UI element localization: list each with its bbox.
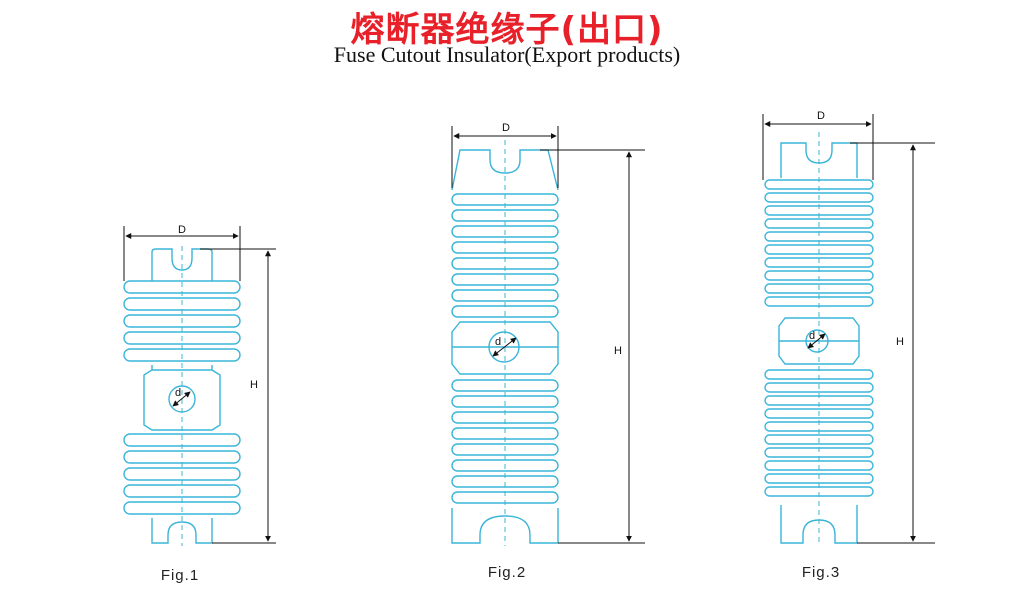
page-title-chinese: 熔断器绝缘子(出口)	[350, 10, 664, 50]
fig2-dim-d-label: D	[502, 122, 510, 134]
fig2-dimensions	[451, 126, 645, 544]
fig3-label: Fig.3	[802, 564, 840, 581]
fig3-dimensions	[762, 114, 935, 544]
fig3-dim-small-d-label: d	[809, 330, 815, 342]
figure-3	[764, 132, 874, 546]
fig2-bore-circle	[488, 331, 520, 363]
fig3-dim-d-label: D	[817, 110, 825, 122]
page-title-english: Fuse Cutout Insulator(Export products)	[333, 42, 681, 67]
fig1-bottom-cap	[151, 518, 213, 544]
fig1-dimensions	[123, 226, 276, 544]
fig2-dim-small-d-label: d	[495, 336, 501, 348]
fig1-top-cap	[151, 248, 213, 277]
figure-2	[451, 140, 559, 546]
fig2-bottom-cap	[451, 508, 559, 544]
fig2-top-cap	[451, 149, 559, 191]
fig1-dim-h-label: H	[250, 379, 258, 391]
fig1-dim-small-d-label: d	[175, 387, 181, 399]
fig3-bore-circle	[805, 329, 829, 353]
fig1-dim-d-label: D	[178, 224, 186, 236]
fig2-label: Fig.2	[488, 564, 526, 581]
figure-1	[123, 246, 241, 546]
fig2-dim-h-label: H	[614, 345, 622, 357]
fig3-dim-h-label: H	[896, 336, 904, 348]
fig1-label: Fig.1	[161, 567, 199, 584]
